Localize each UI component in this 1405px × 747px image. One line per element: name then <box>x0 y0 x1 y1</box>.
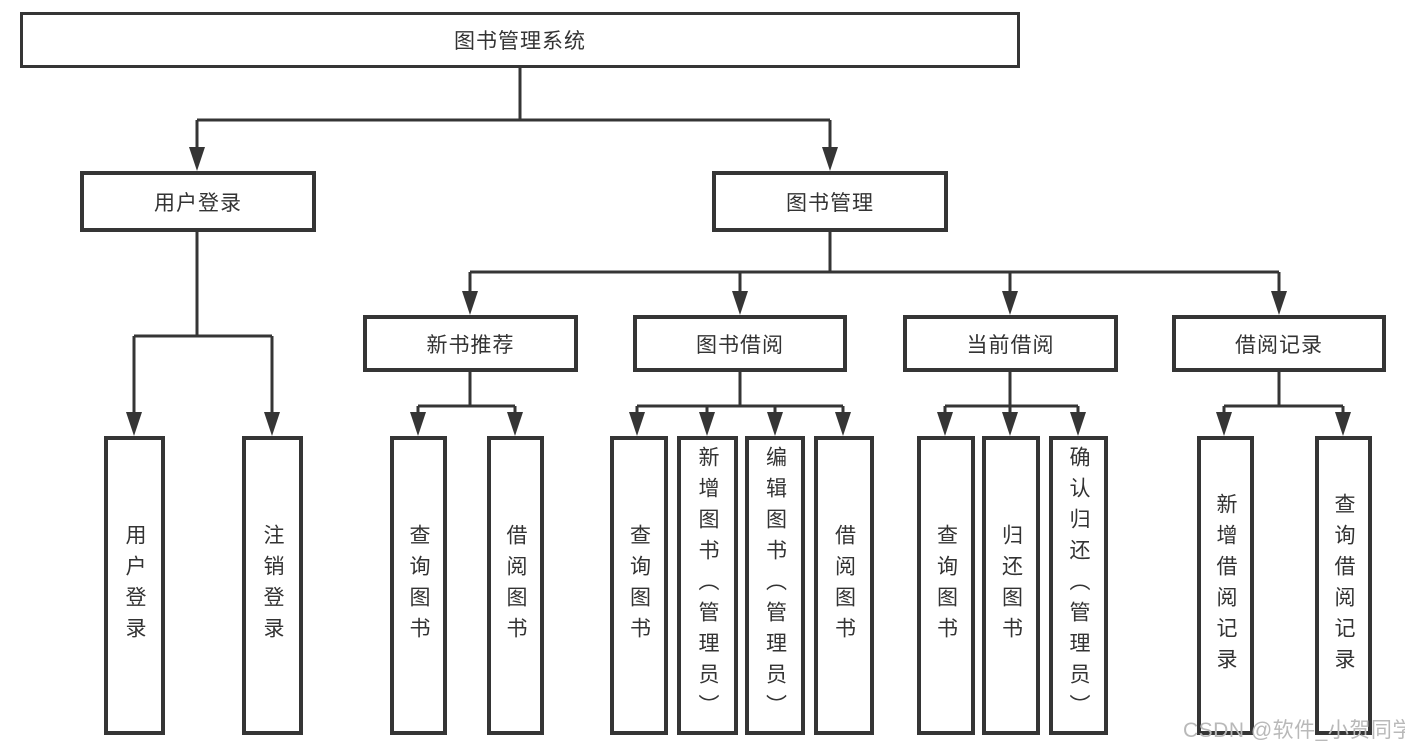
node-label: 借阅记录 <box>1235 333 1323 357</box>
leaf-cur-confirm-return-admin: 确认归还（管理员） <box>1049 436 1108 735</box>
arrow-down-icon <box>1216 412 1232 436</box>
connector-paths <box>132 68 1345 414</box>
node-label: 图书借阅 <box>696 333 784 357</box>
leaf-nb-query-books: 查询图书 <box>390 436 447 735</box>
node-label: 借阅图书 <box>504 523 527 648</box>
arrow-down-icon <box>189 147 205 171</box>
node-label: 新增借阅记录 <box>1214 492 1237 679</box>
leaf-rec-add-borrow-record: 新增借阅记录 <box>1197 436 1254 735</box>
arrow-down-icon <box>126 412 142 436</box>
node-label: 查询借阅记录 <box>1332 492 1355 679</box>
arrow-down-icon <box>835 412 851 436</box>
node-label: 图书管理 <box>786 191 874 215</box>
connector-book-management <box>468 232 1281 293</box>
arrow-down-icon <box>1070 412 1086 436</box>
connector-user-login <box>132 232 274 414</box>
leaf-bw-query-books: 查询图书 <box>610 436 668 735</box>
leaf-user-login: 用户登录 <box>104 436 165 735</box>
node-book-borrow: 图书借阅 <box>633 315 847 372</box>
arrow-down-icon <box>822 147 838 171</box>
connector-book-borrow <box>635 372 845 414</box>
connector-root <box>195 68 832 149</box>
leaf-bw-borrow-books: 借阅图书 <box>814 436 874 735</box>
arrow-down-icon <box>1335 412 1351 436</box>
node-label: 确认归还（管理员） <box>1067 446 1090 725</box>
connector-current-borrow <box>943 372 1080 414</box>
node-label: 新书推荐 <box>426 333 515 357</box>
node-label: 用户登录 <box>154 191 242 215</box>
connector-new-book-recommend <box>416 372 517 414</box>
node-label: 当前借阅 <box>966 333 1055 357</box>
arrow-down-icon <box>1271 291 1287 315</box>
node-current-borrow: 当前借阅 <box>903 315 1118 372</box>
arrowheads <box>126 147 1351 436</box>
arrow-down-icon <box>1002 412 1018 436</box>
node-user-login: 用户登录 <box>80 171 316 232</box>
node-label: 查询图书 <box>407 523 430 648</box>
leaf-logout: 注销登录 <box>242 436 303 735</box>
arrow-down-icon <box>732 291 748 315</box>
node-book-management: 图书管理 <box>712 171 948 232</box>
node-label: 借阅图书 <box>832 523 856 648</box>
arrow-down-icon <box>699 412 715 436</box>
node-new-book-recommend: 新书推荐 <box>363 315 578 372</box>
node-label: 图书管理系统 <box>454 30 586 53</box>
node-library-management-system: 图书管理系统 <box>20 12 1020 68</box>
arrow-down-icon <box>937 412 953 436</box>
node-borrow-records: 借阅记录 <box>1172 315 1386 372</box>
leaf-rec-query-borrow-record: 查询借阅记录 <box>1315 436 1372 735</box>
leaf-bw-add-books-admin: 新增图书（管理员） <box>677 436 738 735</box>
arrow-down-icon <box>264 412 280 436</box>
arrow-down-icon <box>1002 291 1018 315</box>
leaf-bw-edit-books-admin: 编辑图书（管理员） <box>745 436 805 735</box>
node-label: 归还图书 <box>999 523 1023 648</box>
node-label: 注销登录 <box>261 523 284 648</box>
leaf-nb-borrow-books: 借阅图书 <box>487 436 544 735</box>
leaf-cur-return-books: 归还图书 <box>982 436 1040 735</box>
node-label: 用户登录 <box>123 523 146 648</box>
arrow-down-icon <box>410 412 426 436</box>
node-label: 编辑图书（管理员） <box>763 446 787 725</box>
connector-borrow-records <box>1222 372 1345 414</box>
arrow-down-icon <box>462 291 478 315</box>
arrow-down-icon <box>507 412 523 436</box>
leaf-cur-query-books: 查询图书 <box>917 436 975 735</box>
arrow-down-icon <box>767 412 783 436</box>
arrow-down-icon <box>629 412 645 436</box>
node-label: 查询图书 <box>934 523 958 648</box>
watermark: CSDN @软件_小贺同学 <box>1183 719 1405 742</box>
node-label: 新增图书（管理员） <box>696 446 719 725</box>
node-label: 查询图书 <box>627 523 651 648</box>
